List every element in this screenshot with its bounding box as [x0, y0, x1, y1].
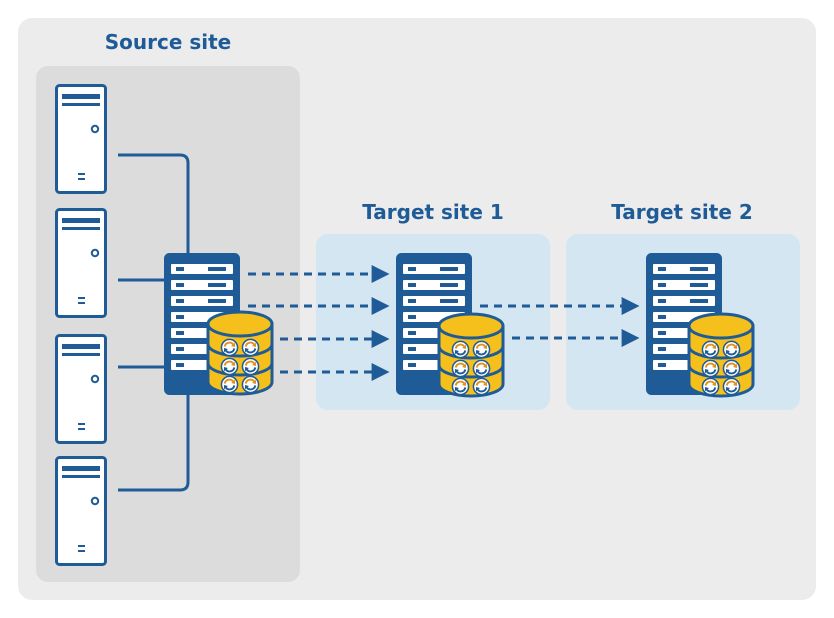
- replication-arrows-source-to-target1: [248, 265, 390, 381]
- source-database-icon: [208, 312, 272, 394]
- client-computer-2-icon: [55, 208, 107, 318]
- target1-database-icon: [439, 314, 503, 396]
- client-computer-4-icon: [55, 456, 107, 566]
- target2-database-icon: [689, 314, 753, 396]
- target-site-1-label: Target site 1: [362, 200, 504, 224]
- replication-arrows-target1-to-target2: [480, 297, 640, 347]
- client-computer-1-icon: [55, 84, 107, 194]
- client-computer-3-icon: [55, 334, 107, 444]
- source-site-label: Source site: [105, 30, 232, 54]
- client-connections: [118, 153, 190, 492]
- target-site-2-label: Target site 2: [611, 200, 753, 224]
